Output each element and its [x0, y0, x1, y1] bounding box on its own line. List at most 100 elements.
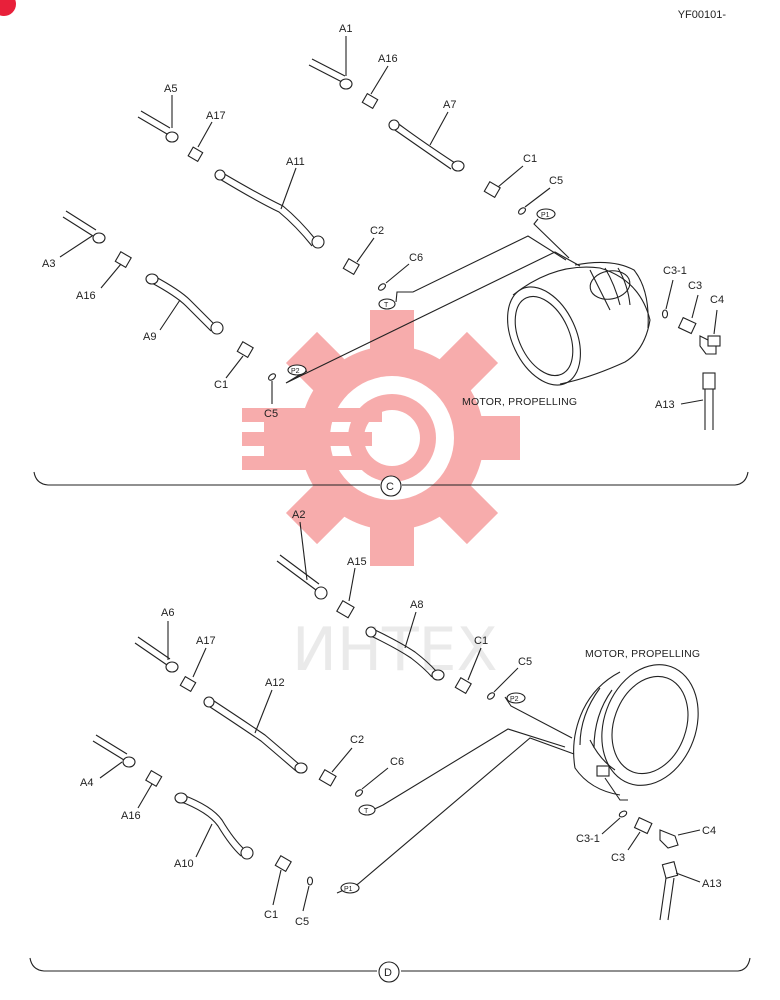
svg-text:P1: P1 — [344, 886, 353, 893]
svg-text:P1: P1 — [541, 212, 550, 219]
label-motor-propelling-d: MOTOR, PROPELLING — [585, 648, 700, 660]
fitting-c2-d — [318, 747, 353, 787]
port-p1-c: P1 — [536, 208, 556, 220]
label-a4: A4 — [80, 777, 93, 789]
label-c3-1: C3-1 — [663, 265, 687, 277]
oring-c3-1-d — [601, 810, 628, 835]
label-c5-top-d: C5 — [518, 656, 532, 668]
svg-text:P2: P2 — [510, 696, 519, 703]
label-c1-bottom: C1 — [214, 379, 228, 391]
hose-a12 — [203, 689, 308, 774]
fitting-c1-bottom-d — [272, 855, 292, 906]
fitting-c1-bottom — [225, 341, 254, 379]
port-t-c: T — [378, 298, 396, 310]
watermark-gear-icon — [242, 310, 520, 566]
label-motor-propelling-c: MOTOR, PROPELLING — [462, 396, 577, 408]
label-c1-top-d: C1 — [474, 635, 488, 647]
label-a11: A11 — [286, 156, 305, 168]
bolt-a3 — [59, 210, 106, 258]
svg-text:P2: P2 — [291, 368, 300, 375]
fitting-c3-d — [627, 816, 653, 851]
label-a9: A9 — [143, 331, 156, 343]
oring-c3-1-c — [661, 279, 674, 319]
fitting-c1-top-d — [454, 647, 482, 695]
label-a3: A3 — [42, 258, 55, 270]
label-c5-bottom: C5 — [264, 408, 278, 420]
section-d: P2 T P1 — [29, 521, 751, 983]
corner-marker — [0, 0, 16, 16]
fitting-a17-d — [179, 647, 207, 693]
label-a2: A2 — [292, 509, 305, 521]
label-a16-left: A16 — [76, 290, 96, 302]
oring-c5-bottom — [267, 373, 277, 404]
label-a12: A12 — [265, 677, 285, 689]
label-a13: A13 — [655, 399, 675, 411]
hose-a10 — [174, 792, 254, 860]
oring-c6-d — [354, 767, 389, 797]
bolt-a1 — [308, 36, 353, 90]
watermark-text: ИНТЕХ — [292, 615, 498, 685]
watermark: ИНТЕХ — [242, 310, 520, 685]
elbow-c4-c — [699, 309, 721, 355]
bolt-a5 — [137, 95, 179, 143]
label-a13-d: A13 — [702, 878, 722, 890]
section-divider-d — [29, 957, 751, 983]
section-c-labels: A1 A16 A5 A17 A7 A11 C1 C5 A3 A16 C2 C6 … — [42, 23, 724, 493]
fitting-a16-top — [361, 65, 389, 110]
label-c2-d: C2 — [350, 734, 364, 746]
fitting-a16-d — [137, 769, 163, 809]
fitting-c3-c — [677, 294, 699, 335]
bolt-a2 — [276, 521, 328, 600]
label-c5-top: C5 — [549, 175, 563, 187]
label-a8: A8 — [410, 599, 423, 611]
port-p2-d: P2 — [506, 692, 526, 704]
svg-text:T: T — [364, 808, 369, 815]
document-code: YF00101- — [677, 9, 726, 21]
label-c4-d: C4 — [702, 825, 716, 837]
label-c5-bottom-d: C5 — [295, 916, 309, 928]
section-c: P1 T P2 — [33, 36, 749, 497]
label-c3: C3 — [688, 280, 702, 292]
label-c3-1-d: C3-1 — [576, 833, 600, 845]
hose-a9 — [145, 273, 224, 335]
label-a1: A1 — [339, 23, 352, 35]
label-c6-d: C6 — [390, 756, 404, 768]
label-a16-top: A16 — [378, 53, 398, 65]
hydraulic-lines-d — [336, 696, 575, 894]
fitting-a13-c — [680, 372, 716, 430]
label-a6: A6 — [161, 607, 174, 619]
fitting-c2-top — [342, 237, 375, 276]
propelling-motor-c — [507, 261, 651, 386]
elbow-c4-d — [659, 829, 701, 849]
port-p1-d: P1 — [340, 882, 360, 894]
label-a17: A17 — [206, 110, 226, 122]
fitting-a16-left — [100, 251, 132, 289]
bolt-a4 — [92, 734, 136, 779]
section-d-labels: A2 A15 A8 A6 A17 C1 C5 A12 C2 C6 A4 A16 … — [80, 509, 722, 979]
label-a7: A7 — [443, 99, 456, 111]
oring-c5-top-d — [486, 667, 519, 700]
fitting-a13-d — [659, 861, 701, 921]
propelling-motor-d — [573, 664, 699, 801]
section-badge-c: C — [386, 481, 394, 493]
port-t-d: T — [358, 804, 376, 816]
bolt-a6 — [134, 621, 179, 673]
hose-a8 — [365, 611, 445, 681]
oring-c5-bottom-d — [302, 876, 314, 912]
hose-a7 — [388, 111, 465, 172]
port-p2-c: P2 — [287, 364, 307, 376]
oring-c6-top — [377, 263, 410, 291]
label-c1-top: C1 — [523, 153, 537, 165]
section-badge-d: D — [384, 967, 392, 979]
svg-text:T: T — [384, 302, 389, 309]
label-c2: C2 — [370, 225, 384, 237]
label-c1-bottom-d: C1 — [264, 909, 278, 921]
label-c6: C6 — [409, 252, 423, 264]
label-a16-d: A16 — [121, 810, 141, 822]
fitting-a15 — [336, 567, 356, 619]
section-divider-c — [33, 471, 749, 497]
oring-c5-top — [517, 187, 551, 215]
label-a17-d: A17 — [196, 635, 216, 647]
